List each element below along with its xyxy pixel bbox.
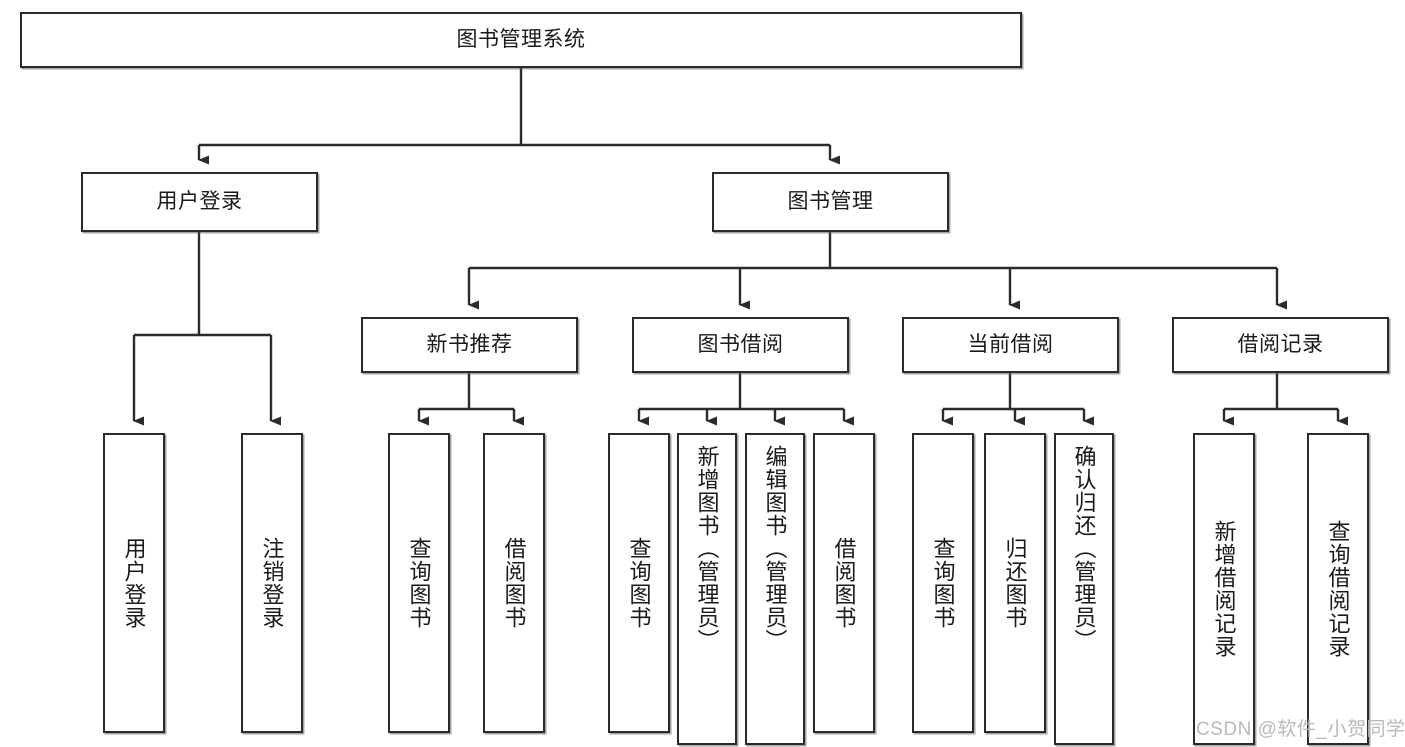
node-borrow-record-label: 借阅记录 xyxy=(1237,332,1324,356)
leaf-borrow-book-1-label: 借阅图书 xyxy=(501,537,527,629)
leaf-return-book-label: 归还图书 xyxy=(1002,537,1028,629)
leaf-borrow-book-1[interactable]: 借阅图书 xyxy=(483,433,545,733)
node-current-borrow[interactable]: 当前借阅 xyxy=(902,317,1119,373)
leaf-return-book[interactable]: 归还图书 xyxy=(984,433,1046,733)
node-current-borrow-label: 当前借阅 xyxy=(967,332,1054,356)
leaf-logout-label: 注销登录 xyxy=(259,537,285,629)
leaf-query-book-1[interactable]: 查询图书 xyxy=(388,433,450,733)
leaf-user-login[interactable]: 用户登录 xyxy=(103,433,165,733)
leaf-logout[interactable]: 注销登录 xyxy=(241,433,303,733)
leaf-user-login-label: 用户登录 xyxy=(121,537,147,629)
leaf-query-book-3-label: 查询图书 xyxy=(930,537,956,629)
csdn-watermark: CSDN @软件_小贺同学 xyxy=(1196,719,1405,740)
node-new-book-rec-label: 新书推荐 xyxy=(426,332,513,356)
node-borrow-record[interactable]: 借阅记录 xyxy=(1172,317,1389,373)
node-new-book-rec[interactable]: 新书推荐 xyxy=(361,317,578,373)
leaf-edit-book-label: 编辑图书（管理员） xyxy=(762,445,788,652)
node-book-borrow-label: 图书借阅 xyxy=(697,332,784,356)
leaf-confirm-return-label: 确认归还（管理员） xyxy=(1071,445,1097,652)
leaf-query-record-label: 查询借阅记录 xyxy=(1325,520,1351,658)
leaf-edit-book[interactable]: 编辑图书（管理员） xyxy=(745,433,805,745)
leaf-confirm-return[interactable]: 确认归还（管理员） xyxy=(1054,433,1114,745)
node-root-label: 图书管理系统 xyxy=(456,27,586,51)
node-book-manage[interactable]: 图书管理 xyxy=(712,172,949,232)
leaf-query-book-2-label: 查询图书 xyxy=(626,537,652,629)
node-user-login[interactable]: 用户登录 xyxy=(81,172,318,232)
leaf-query-book-2[interactable]: 查询图书 xyxy=(608,433,670,733)
node-root[interactable]: 图书管理系统 xyxy=(20,12,1022,68)
leaf-query-book-3[interactable]: 查询图书 xyxy=(912,433,974,733)
leaf-add-record[interactable]: 新增借阅记录 xyxy=(1193,433,1255,745)
leaf-query-record[interactable]: 查询借阅记录 xyxy=(1307,433,1369,745)
leaf-add-record-label: 新增借阅记录 xyxy=(1211,520,1237,658)
leaf-query-book-1-label: 查询图书 xyxy=(406,537,432,629)
node-user-login-label: 用户登录 xyxy=(156,189,243,213)
leaf-borrow-book-2-label: 借阅图书 xyxy=(831,537,857,629)
leaf-add-book-label: 新增图书（管理员） xyxy=(694,445,720,652)
node-book-borrow[interactable]: 图书借阅 xyxy=(632,317,849,373)
node-book-manage-label: 图书管理 xyxy=(787,189,874,213)
leaf-borrow-book-2[interactable]: 借阅图书 xyxy=(813,433,875,733)
leaf-add-book[interactable]: 新增图书（管理员） xyxy=(677,433,737,745)
